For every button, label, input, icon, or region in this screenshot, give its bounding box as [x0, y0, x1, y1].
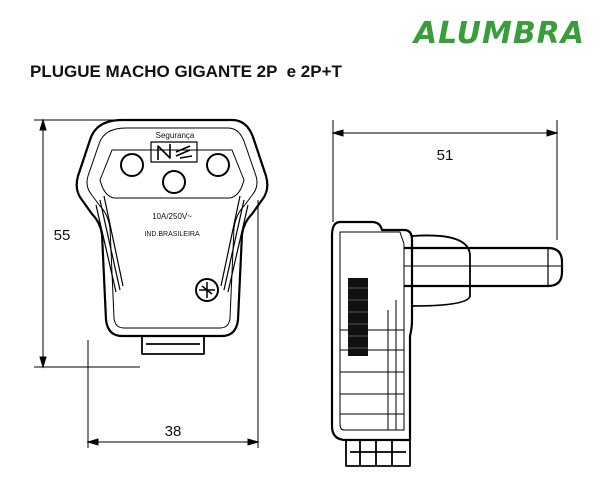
length-dimension: [331, 120, 559, 240]
side-grip-lines: [340, 329, 404, 415]
face-panel: [99, 149, 245, 199]
rating-label: 10A/250V~: [152, 212, 192, 221]
grip-ridges-left: [95, 195, 124, 293]
height-dimension: [34, 118, 140, 369]
screw-slot: [199, 282, 215, 298]
width-dimension: [86, 200, 260, 448]
side-cord-sleeve: [345, 440, 411, 467]
side-inner-outline: [339, 231, 405, 431]
side-grip-band-stripes: [348, 287, 368, 349]
length-dimension-value: 51: [437, 147, 454, 164]
grip-ridges-right: [220, 195, 249, 293]
safety-seal-mark: [157, 144, 193, 160]
screw-icon: [195, 278, 219, 302]
cord-sleeve: [141, 336, 205, 355]
height-dimension-value: 55: [54, 227, 71, 244]
page-title: PLUGUE MACHO GIGANTE 2P e 2P+T: [30, 62, 343, 81]
plug-body-outline: [75, 118, 269, 338]
side-view: [330, 220, 564, 467]
pin-hole-left: [120, 153, 144, 177]
front-view: [75, 118, 269, 355]
face-top-label: Segurança: [156, 131, 195, 140]
side-grip-verticals: [387, 300, 397, 430]
pin-hole-ground: [162, 170, 186, 194]
safety-seal: [150, 141, 198, 163]
origin-label: IND.BRASILEIRA: [144, 231, 200, 238]
width-dimension-value: 38: [165, 423, 182, 440]
brand-logo: ALUMBRA: [412, 16, 585, 51]
side-housing: [330, 220, 414, 442]
pin-collar: [411, 234, 471, 307]
plug-pin: [404, 246, 564, 288]
plug-inner-contour: [86, 127, 258, 329]
side-grip-band: [348, 278, 368, 356]
pin-hole-right: [206, 153, 230, 177]
